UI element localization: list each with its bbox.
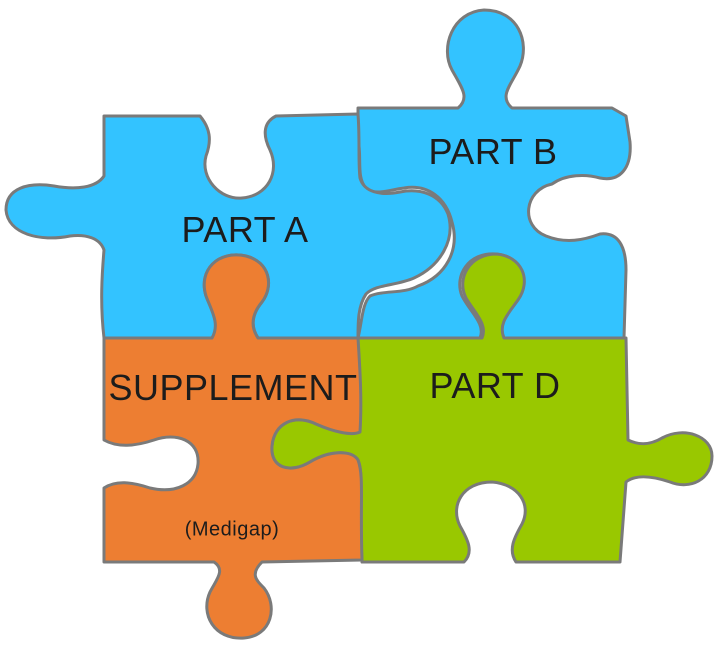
medigap-label: (Medigap) — [184, 518, 280, 541]
part-a-label: PART A — [181, 209, 309, 250]
supplement-piece — [102, 253, 364, 640]
part-a-piece — [4, 112, 452, 340]
part-d-label: PART D — [429, 365, 561, 406]
part-b-label: PART B — [428, 131, 558, 172]
supplement-label: SUPPLEMENT — [108, 367, 358, 408]
